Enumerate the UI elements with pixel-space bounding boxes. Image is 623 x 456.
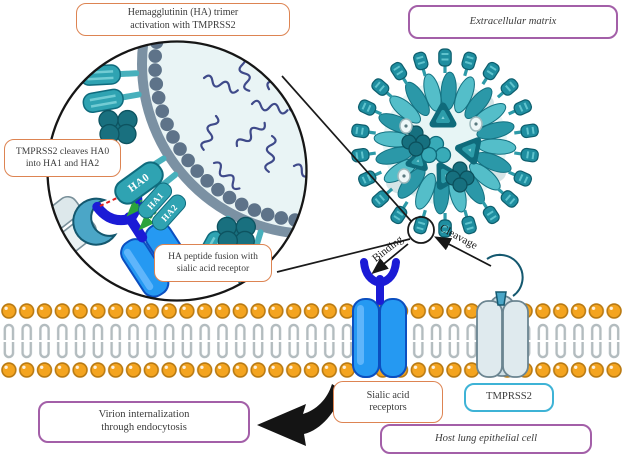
enzyme-crescent-icon: [486, 253, 524, 297]
extracellular-matrix-box: Extracellular matrix: [408, 5, 618, 39]
tmprss2-cleaves-line2: into HA1 and HA2: [25, 158, 100, 169]
tmprss2-cleaves-line1: TMPRSS2 cleaves HA0: [15, 146, 110, 158]
tmprss2-label: TMPRSS2: [486, 391, 532, 403]
ha-activation-line1: Hemagglutinin (HA) trimer: [127, 7, 239, 19]
ha-fusion-box: HA peptide fusion with sialic acid recep…: [154, 244, 272, 282]
sialic-receptors-line2: receptors: [369, 402, 407, 413]
virus-interior: [147, 42, 306, 229]
ha-activation-line2: activation with TMPRSS2: [130, 19, 236, 31]
cell-membrane: [0, 303, 623, 378]
ha-fusion-line2: sialic acid receptor: [176, 263, 250, 274]
host-cell-label: Host lung epithelial cell: [434, 432, 538, 444]
ha-activation-box: Hemagglutinin (HA) trimer activation wit…: [76, 3, 290, 36]
sialic-receptors-line1: Sialic acid: [366, 389, 410, 401]
sialic-receptors-box: Sialic acid receptors: [333, 381, 443, 423]
tmprss2-cleaves-box: TMPRSS2 cleaves HA0 into HA1 and HA2: [4, 139, 121, 177]
host-cell-box: Host lung epithelial cell: [380, 424, 592, 454]
ha-fusion-line1: HA peptide fusion with: [168, 251, 258, 263]
endocytosis-arrow: [257, 384, 343, 446]
ha0-label: HA0: [125, 171, 153, 195]
virus-particle: [351, 48, 539, 238]
virion-line2: through endocytosis: [101, 422, 187, 433]
virus-envelope-band: [137, 42, 306, 239]
lipid-bilayer: [0, 303, 623, 378]
extracellular-matrix-label: Extracellular matrix: [469, 15, 557, 27]
tmprss2-box: TMPRSS2: [464, 383, 554, 412]
virion-line1: Virion internalization: [98, 409, 190, 421]
fusion-arrow-2: [138, 211, 157, 231]
virion-internalization-box: Virion internalization through endocytos…: [38, 401, 250, 443]
enzyme-crescent-icon: [72, 197, 118, 246]
receptor-y-icon: [360, 258, 400, 305]
